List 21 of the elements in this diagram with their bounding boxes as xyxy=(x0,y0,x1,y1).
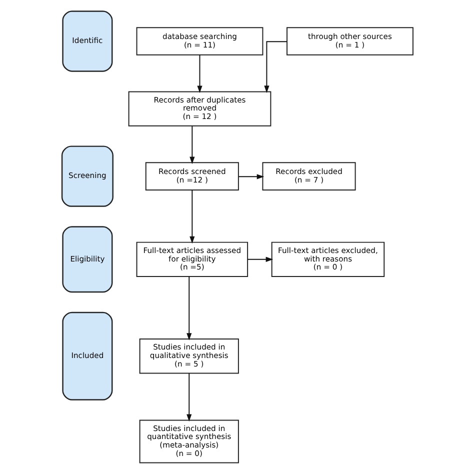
node-box: database searching (n = 11) xyxy=(136,27,263,56)
node-box: Included xyxy=(62,312,112,400)
arrow xyxy=(189,126,194,164)
node-box: Studies included in qualitative synthesis (n = 5 ) xyxy=(138,338,238,374)
node-box: Screening xyxy=(60,146,113,207)
arrow xyxy=(186,276,192,340)
node-box: Identific xyxy=(62,10,112,72)
arrow xyxy=(238,174,264,180)
arrow xyxy=(189,190,194,244)
node-box: through other sources (n = 1 ) xyxy=(286,27,413,56)
arrow xyxy=(246,256,273,262)
node-box: Records excluded (n = 7 ) xyxy=(262,162,356,190)
node-box: Full-text articles excluded, with reasons (n = 0 ) xyxy=(270,242,384,277)
node-box: Records screened (n =12 ) xyxy=(144,162,238,190)
node-box: Records after duplicates removed (n = 12 ) xyxy=(128,91,271,126)
node-box: Studies included in quantitative synthesis (meta-analysis) (n = 0) xyxy=(138,420,238,464)
arrow xyxy=(264,41,287,93)
arrow xyxy=(186,372,192,422)
arrow xyxy=(196,54,202,93)
node-box: Eligibility xyxy=(62,226,112,293)
node-box: Full-text articles assessed for eligibility (n =5) xyxy=(136,242,248,277)
